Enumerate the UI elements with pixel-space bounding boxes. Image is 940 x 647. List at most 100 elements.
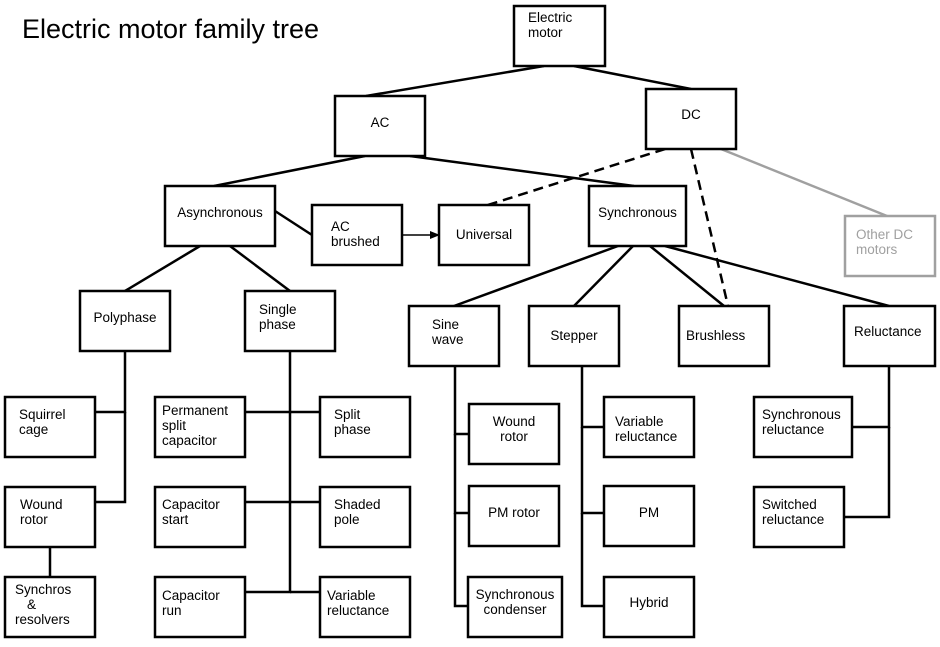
node-label-line: & — [27, 597, 36, 612]
node-label-line: split — [162, 418, 186, 433]
node-box — [153, 575, 247, 639]
node-label-line: DC — [681, 107, 701, 122]
node-box — [3, 485, 97, 549]
node-box — [467, 484, 561, 548]
edge-synchronous-to-sine-wave — [453, 244, 619, 308]
node-asynchronous: Asynchronous — [163, 184, 277, 248]
node-label-line: Capacitor — [162, 497, 220, 512]
node-box — [512, 4, 607, 68]
node-label-line: Single — [259, 302, 297, 317]
node-box — [407, 304, 501, 368]
node-label-line: Hybrid — [629, 595, 668, 610]
node-label-line: pole — [334, 512, 360, 527]
node-label: Asynchronous — [177, 205, 263, 220]
edge-polyphase-to-wound-rotor-poly — [95, 412, 127, 504]
node-hybrid: Hybrid — [602, 575, 696, 639]
node-label-line: PM rotor — [488, 505, 540, 520]
node-brushless: Brushless — [677, 304, 771, 368]
diagram-title: Electric motor family tree — [22, 14, 320, 44]
node-ac: AC — [333, 94, 427, 158]
edge-electric-motor-to-ac — [365, 64, 545, 98]
node-box — [466, 575, 564, 639]
node-label-line: Asynchronous — [177, 205, 263, 220]
node-label-line: motor — [528, 25, 563, 40]
node-box — [243, 289, 337, 353]
node-label-line: Electric — [528, 10, 573, 25]
node-label: PM rotor — [488, 505, 540, 520]
node-label-line: Polyphase — [93, 310, 156, 325]
edge-ac-to-asynchronous — [213, 154, 366, 188]
node-label: DC — [681, 107, 701, 122]
node-synchros: Synchros&resolvers — [3, 575, 97, 639]
node-universal: Universal — [437, 203, 531, 267]
edge-synchronous-to-brushless — [649, 245, 725, 307]
node-label: Hybrid — [629, 595, 668, 610]
node-box — [677, 304, 771, 368]
node-polyphase: Polyphase — [78, 289, 172, 353]
node-label-line: phase — [334, 422, 371, 437]
node-label: Universal — [456, 227, 512, 242]
node-label-line: motors — [856, 242, 898, 257]
node-box — [527, 304, 621, 368]
node-box — [843, 214, 937, 278]
node-label-line: Permanent — [162, 403, 228, 418]
node-label-line: Stepper — [550, 328, 598, 343]
node-label-line: Switched — [762, 497, 817, 512]
node-label-line: reluctance — [615, 429, 677, 444]
node-label-line: wave — [431, 332, 464, 347]
node-box — [318, 575, 412, 639]
node-label-line: Synchros — [15, 582, 72, 597]
edge-stepper-to-variable-reluctance-st — [580, 366, 604, 429]
node-label: Synchronous — [598, 205, 677, 220]
edge-reluctance-to-sync-reluctance — [852, 366, 891, 429]
node-box — [310, 203, 404, 267]
node-label-line: run — [162, 603, 182, 618]
node-label-line: Squirrel — [19, 407, 66, 422]
node-label: PM — [639, 505, 659, 520]
node-label-line: Reluctance — [854, 324, 922, 339]
node-label-line: condenser — [483, 602, 547, 617]
edges-layer — [48, 64, 891, 608]
node-box — [333, 94, 427, 158]
edge-reluctance-to-switched-reluctance — [844, 427, 891, 519]
node-label-line: Synchronous — [476, 587, 555, 602]
node-label-line: Synchronous — [598, 205, 677, 220]
node-label-line: rotor — [20, 512, 48, 527]
node-label-line: AC — [371, 115, 390, 130]
node-box — [3, 395, 97, 459]
node-label-line: start — [162, 512, 189, 527]
node-label-line: PM — [639, 505, 659, 520]
edge-sine-wave-to-pm-rotor — [453, 434, 469, 515]
node-stepper: Stepper — [527, 304, 621, 368]
node-box — [153, 485, 247, 549]
node-box — [437, 203, 531, 267]
node-label: Reluctance — [854, 324, 922, 339]
node-label-line: Wound — [20, 497, 63, 512]
node-dc: DC — [644, 87, 738, 151]
node-box — [644, 87, 738, 151]
node-label-line: Universal — [456, 227, 512, 242]
node-box — [752, 485, 846, 549]
